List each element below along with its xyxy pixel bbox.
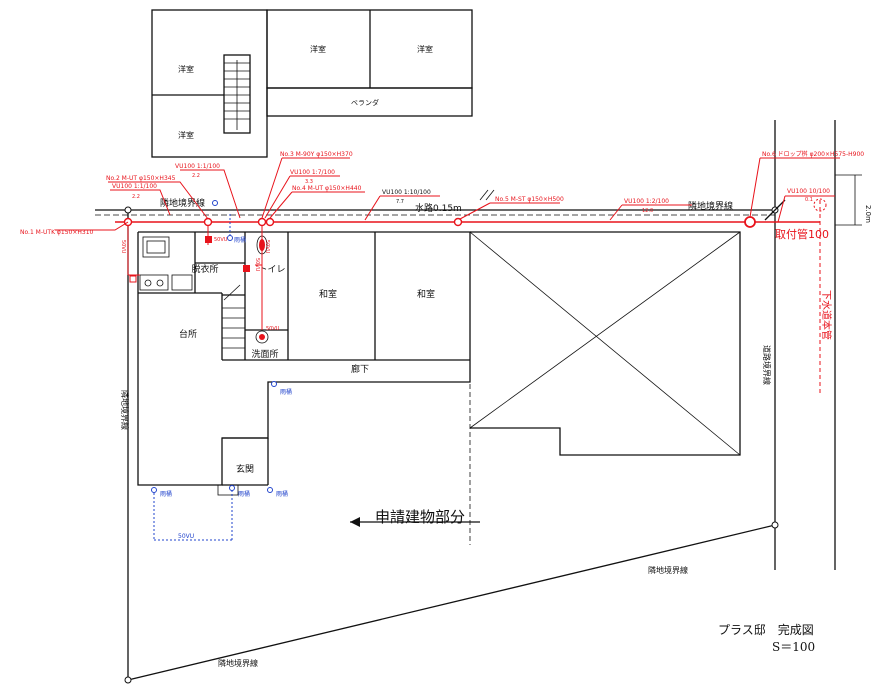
pipe-slope-label: 2.2 [192,173,200,179]
pipe-size-label: 50VU [120,240,126,254]
room-label: 廊下 [351,363,369,375]
drain-trap [205,236,212,243]
main-building-outline [137,231,471,486]
pipe-slope-label: 12.0 [642,208,653,214]
room-label: 洋室 [178,64,194,74]
title-block: プラス邸 完成図 S＝100 [718,622,815,654]
drawing-title: プラス邸 完成図 [718,622,814,637]
room-label: 洋室 [417,44,433,54]
sewer-main-label: 下水道本管 [820,290,833,340]
pipe-spec-label: VU100 1:1/100 [112,183,157,190]
connection-pipe-label: 取付管100 [775,227,829,241]
pipe-labels: No.1 M-UTK φ150×H310 VU100 1:1/100 2.2 N… [20,150,864,340]
manhole-no3 [257,217,267,227]
pipe-spec-label: VU100 1:2/100 [624,198,669,205]
veranda-outline [266,87,473,117]
pipe-slope-label: 7.7 [396,199,404,205]
rain-drainage: 雨桶 雨桶 雨桶 雨桶 雨桶 50VU [151,200,292,541]
upper-stair [223,54,251,134]
pipe-spec-label: VU100 1:1/100 [175,163,220,170]
boundary-label: 隣地境界線 [648,565,688,575]
room-label: 洋室 [178,130,194,140]
downspout-label: 雨桶 [234,236,246,244]
room-label: 玄関 [236,463,254,475]
boundary-label: 道路境界線 [762,345,772,385]
pipe-slope-label: 3.3 [305,179,313,185]
room-label: 和室 [319,288,337,300]
upper-floor-plan: 洋室 洋室 洋室 洋室 ベランダ [151,9,473,158]
manhole-label: No.1 M-UTK φ150×H310 [20,229,94,236]
bathtub-fixture [142,236,170,258]
ground-floor-plan: 脱衣所 トイレ 和室 和室 台所 洗面所 廊下 玄関 申請建物部分 [137,231,741,545]
manhole-no4 [265,217,275,227]
room-label: 脱衣所 [191,263,218,275]
washbasin-fixture [255,330,269,344]
downspout-label: 雨桶 [160,490,172,498]
downspout-label: 雨桶 [276,490,288,498]
drain-trap [243,265,250,272]
drain-pipe-label: 50VU [178,533,194,540]
application-label: 申請建物部分 [375,508,465,526]
pipe-size-label: 50VU [214,237,228,243]
stove-fixture [139,274,169,291]
downspout [267,487,273,493]
annex-outline [470,231,741,456]
downspout [212,200,218,206]
room-label: 和室 [417,288,435,300]
downspout-label: 雨桶 [238,490,250,498]
drawing-scale: S＝100 [772,640,815,654]
room-label: ベランダ [351,98,379,107]
downspout [227,235,233,241]
boundary-label: 隣地境界線 [120,390,130,430]
sewer-piping [55,157,840,395]
manhole-label: No.5 M-ST φ150×H500 [495,196,564,203]
manhole-label: No.6 ドロップ桝 φ200×H575-H900 [762,150,864,158]
downspout [271,381,277,387]
pipe-size-label: 50VU [264,240,270,254]
manhole-no6 [744,216,756,228]
manhole-no2 [203,217,213,227]
manhole-no5 [453,217,463,227]
pipe-spec-label: VU100 1:10/100 [382,189,431,196]
room-label: 台所 [179,328,197,340]
boundary-label: 隣地境界線 [688,200,733,212]
manhole-label: No.2 M-UT φ150×H345 [106,175,176,182]
downspout [151,487,157,493]
pipe-spec-label: VU100 1:7/100 [290,169,335,176]
pipe-spec-label: VU100 10/100 [787,188,830,195]
pipe-size-label: 50VU [254,258,260,272]
pipe-slope-label: 2.2 [132,194,140,200]
room-label: 洋室 [310,44,326,54]
boundary-label: 隣地境界線 [218,658,258,668]
waterway-label: 水路0.15m [415,202,462,214]
manhole-label: No.4 M-UT φ150×H440 [292,185,362,192]
bottom-boundary-line [127,524,776,681]
site-boundary: 2.0m [95,120,872,684]
downspout-label: 雨桶 [280,388,292,396]
room-label: 洗面所 [251,348,278,360]
main-connection-point [813,198,827,212]
pipe-slope-label: 0.1 [805,197,813,203]
pipe-size-label: 50VU [266,326,280,332]
dimension-label: 2.0m [864,205,872,223]
sink-fixture [171,274,193,291]
entrance-step [217,484,239,496]
manhole-label: No.3 M-90Y φ150×H370 [280,151,353,158]
room-label: トイレ [258,265,285,275]
downspout [229,485,235,491]
